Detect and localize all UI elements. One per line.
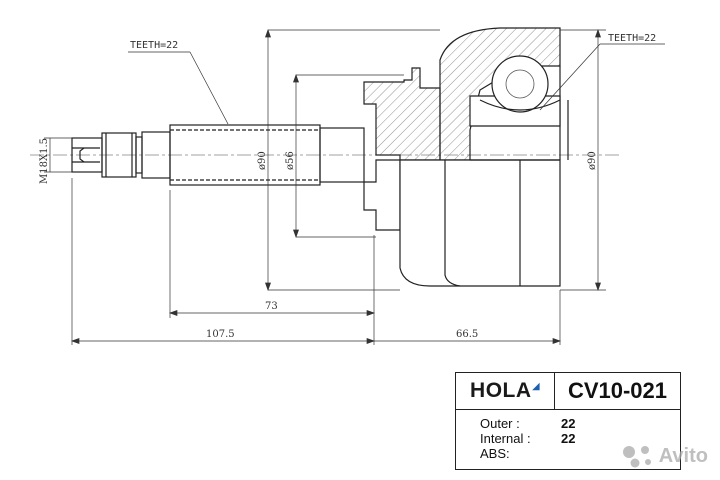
dim-66-label: 66.5 [456,329,478,340]
brand-logo: HOLA◢ [456,373,555,409]
spec-label: ABS: [480,446,510,461]
dimension-lines [44,28,665,345]
info-header: HOLA◢ CV10-021 [456,373,680,410]
dia-90-right-label: ø90 [587,151,598,170]
dim-73-label: 73 [265,301,278,312]
brand-name: HOLA [470,379,532,402]
dim-107-label: 107.5 [206,329,235,340]
shaft [71,124,365,186]
spec-value: 22 [561,431,576,446]
housing [363,27,569,287]
teeth-label-left: TEETH=22 [130,40,178,51]
brand-mark-icon: ◢ [532,380,540,391]
spec-row-internal: Internal : 22 [456,431,680,446]
spec-row-abs: ABS: [456,446,680,461]
spec-rows: Outer : 22 Internal : 22 ABS: [456,410,680,461]
info-table: HOLA◢ CV10-021 Outer : 22 Internal : 22 … [455,372,681,470]
spec-value: 22 [561,416,576,431]
spec-label: Outer : [480,416,520,431]
teeth-label-right: TEETH=22 [608,33,656,44]
watermark: Avito [621,444,708,468]
part-number: CV10-021 [567,378,668,403]
avito-logo-icon [622,446,651,468]
spec-row-outer: Outer : 22 [456,416,680,431]
thread-label: M18X1.5 [39,138,50,184]
dia-56-label: ø56 [285,151,296,170]
watermark-text: Avito [658,444,708,467]
dia-90-left-label: ø90 [257,151,268,170]
spec-label: Internal : [480,431,531,446]
